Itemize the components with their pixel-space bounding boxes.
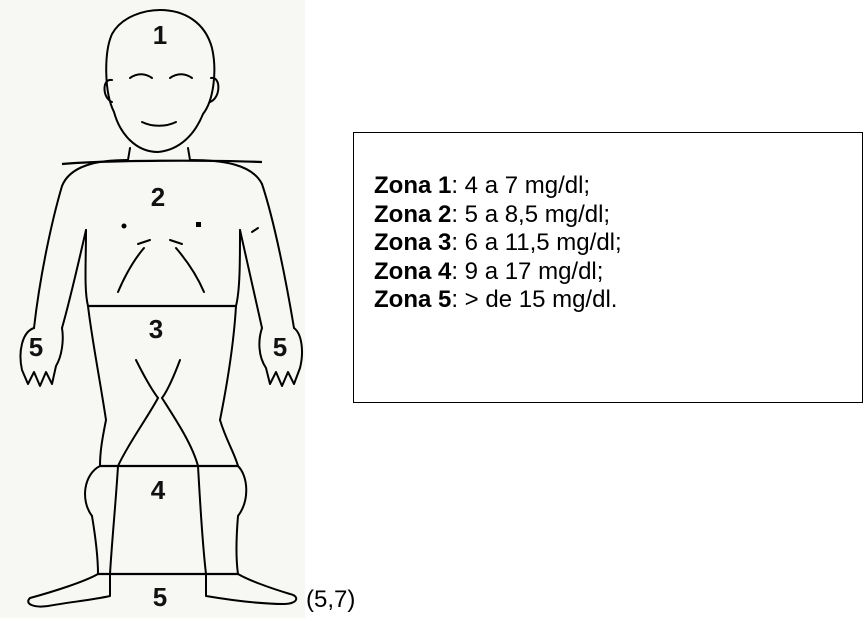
legend-item-zona-3: Zona 3: 6 a 11,5 mg/dl; [374, 229, 862, 258]
nipple-left [122, 224, 127, 229]
zone-number-hand-left: 5 [29, 332, 43, 362]
citation: (5,7) [306, 586, 355, 614]
zone-number-feet: 5 [153, 582, 167, 612]
legend-item-zona-4: Zona 4: 9 a 17 mg/dl; [374, 258, 862, 287]
legend-label: Zona 2 [374, 201, 451, 228]
legend-label: Zona 1 [374, 172, 451, 199]
legend-value: : 9 a 17 mg/dl; [451, 258, 603, 285]
legend-item-zona-2: Zona 2: 5 a 8,5 mg/dl; [374, 201, 862, 230]
legend-label: Zona 5 [374, 286, 451, 313]
sketch-paper [0, 0, 305, 618]
legend-value: : 4 a 7 mg/dl; [451, 172, 590, 199]
legend-value: : 5 a 8,5 mg/dl; [451, 201, 610, 228]
legend-item-zona-5: Zona 5: > de 15 mg/dl. [374, 286, 862, 315]
nipple-right [196, 222, 201, 227]
legend-label: Zona 3 [374, 229, 451, 256]
legend-value: : 6 a 11,5 mg/dl; [451, 229, 621, 256]
zone-legend-box: Zona 1: 4 a 7 mg/dl; Zona 2: 5 a 8,5 mg/… [353, 132, 863, 403]
zone-number-hand-right: 5 [273, 332, 287, 362]
legend-item-zona-1: Zona 1: 4 a 7 mg/dl; [374, 172, 862, 201]
zone-number-legs: 4 [151, 475, 166, 505]
legend-label: Zona 4 [374, 258, 451, 285]
zone-number-head: 1 [153, 20, 167, 50]
legend-value: : > de 15 mg/dl. [451, 286, 617, 313]
zone-number-abdomen: 3 [149, 314, 163, 344]
zone-number-chest: 2 [151, 182, 165, 212]
